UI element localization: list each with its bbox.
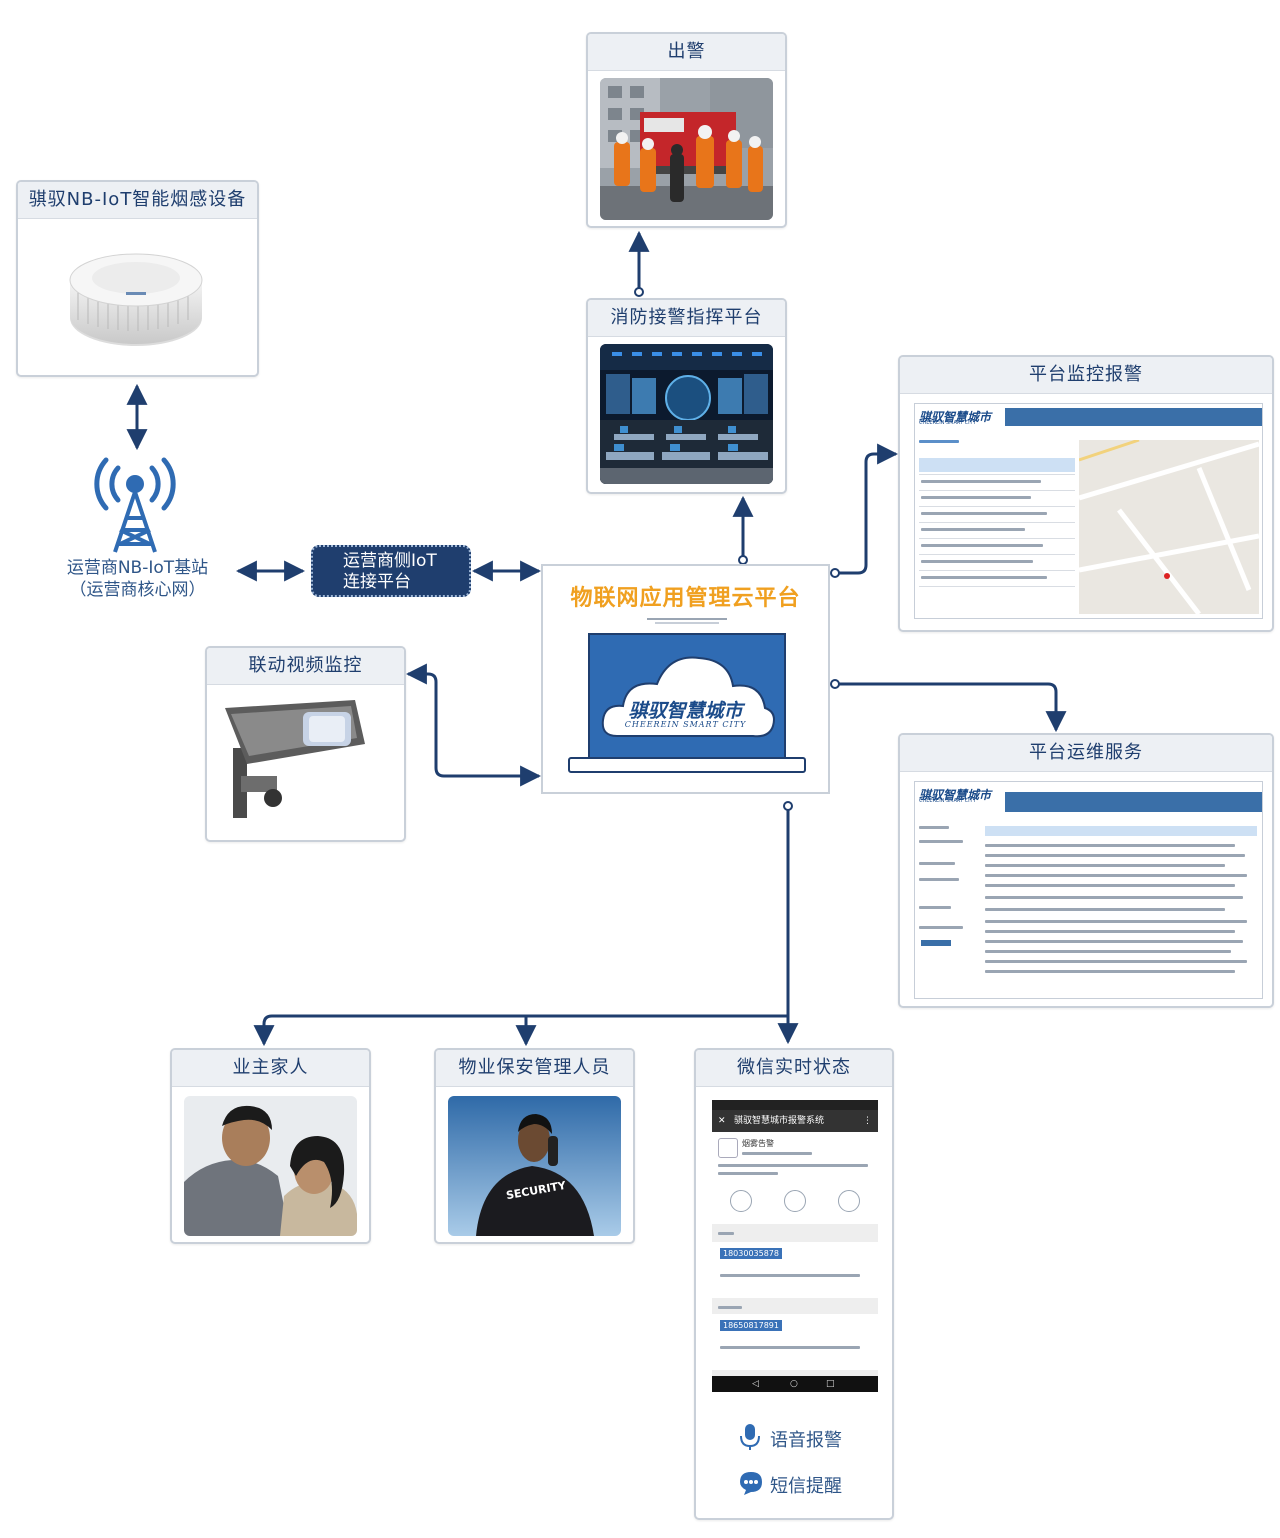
center-logo-cn: 骐驭智慧城市 [628, 700, 743, 722]
alarm-title: 烟雾告警 [742, 1139, 774, 1148]
wechat-title: 微信实时状态 [696, 1050, 892, 1087]
phone-screen: ✕ 骐驭智慧城市报警系统 ⋮ 烟雾告警 18030035878 18650817… [712, 1100, 878, 1392]
connector-bus [253, 1014, 788, 1047]
close-icon[interactable]: ✕ [718, 1116, 726, 1126]
smoke-detector-image [69, 253, 203, 346]
video-title: 联动视频监控 [207, 648, 404, 685]
title-underline-2 [655, 622, 719, 624]
ops-filter-panel [919, 822, 973, 962]
sms-icon [740, 1472, 762, 1495]
security-guard-image [448, 1096, 621, 1236]
recent-icon[interactable]: □ [826, 1379, 835, 1389]
smoke-detector-card: 骐驭NB-IoT智能烟感设备 [16, 180, 259, 377]
center-platform-card: 物联网应用管理云平台 骐驭智慧城市 CHEEREIN SMART CITY [541, 564, 830, 794]
firefighters-image [600, 78, 773, 220]
smoke-detector-title: 骐驭NB-IoT智能烟感设备 [18, 182, 257, 219]
wechat-card: 微信实时状态 ✕ 骐驭智慧城市报警系统 ⋮ 烟雾告警 18030035878 1… [694, 1048, 894, 1520]
monitoring-map [1078, 438, 1260, 616]
command-center-image [600, 344, 773, 484]
owner-title: 业主家人 [172, 1050, 369, 1087]
monitoring-card: 平台监控报警 骐驭智慧城市 CHEEREIN SMART CITY [898, 355, 1274, 632]
alarm-icon [718, 1138, 738, 1158]
family-image [184, 1096, 357, 1236]
fire-control-title: 消防接警指挥平台 [588, 300, 785, 337]
ops-table [985, 826, 1257, 986]
owner-card: 业主家人 [170, 1048, 371, 1244]
base-station-line1: 运营商NB-IoT基站 [66, 558, 209, 578]
center-logo-en: CHEEREIN SMART CITY [624, 720, 747, 729]
confirm-icon[interactable] [784, 1190, 806, 1212]
ops-logo: 骐驭智慧城市 [919, 788, 992, 802]
iot-platform-box: 运营商侧IoT 连接平台 [311, 545, 471, 597]
monitoring-screenshot: 骐驭智慧城市 CHEEREIN SMART CITY [914, 403, 1263, 619]
fire-control-card: 消防接警指挥平台 [586, 298, 787, 494]
phone-app-title: 骐驭智慧城市报警系统 [734, 1116, 825, 1126]
security-card: 物业保安管理人员 SECURITY [434, 1048, 635, 1244]
center-platform-title: 物联网应用管理云平台 [570, 586, 801, 611]
sms-label: 短信提醒 [770, 1476, 842, 1497]
phone-app-bar: ✕ 骐驭智慧城市报警系统 ⋮ [712, 1110, 878, 1132]
back-icon[interactable]: ◁ [752, 1379, 759, 1389]
ops-screenshot: 骐驭智慧城市 CHEEREIN SMART CITY [914, 781, 1263, 999]
base-station-line2: （运营商核心网） [69, 580, 206, 600]
monitoring-navbar [1005, 408, 1262, 426]
connector-center-ops [835, 682, 1067, 733]
home-icon[interactable]: ○ [790, 1379, 798, 1389]
monitoring-title: 平台监控报警 [900, 357, 1272, 394]
connector-center-monitor [835, 443, 899, 575]
microphone-icon [740, 1424, 760, 1450]
title-underline [647, 618, 727, 620]
contact-panel-2: 18650817891 [712, 1314, 878, 1370]
base-station-label: 运营商NB-IoT基站 （运营商核心网） [40, 557, 235, 601]
iot-platform-line1: 运营商侧IoT [343, 551, 437, 571]
connector-center-video [405, 663, 542, 787]
phone-status-bar [712, 1100, 878, 1110]
monitoring-logo-en: CHEEREIN SMART CITY [919, 420, 976, 426]
contact-panel-1: 18030035878 [712, 1242, 878, 1298]
phone-number-1[interactable]: 18030035878 [720, 1248, 782, 1259]
ops-logo-en: CHEEREIN SMART CITY [919, 798, 976, 804]
monitoring-logo: 骐驭智慧城市 [919, 410, 992, 424]
voice-alarm-label: 语音报警 [770, 1430, 842, 1451]
dispatch-card: 出警 [586, 32, 787, 228]
fire-icon[interactable] [730, 1190, 752, 1212]
phone-number-2[interactable]: 18650817891 [720, 1320, 782, 1331]
more-icon[interactable]: ⋮ [863, 1116, 872, 1126]
security-title: 物业保安管理人员 [436, 1050, 633, 1087]
ops-card: 平台运维服务 骐驭智慧城市 CHEEREIN SMART CITY [898, 733, 1274, 1008]
message-icon[interactable] [838, 1190, 860, 1212]
cell-tower-icon [94, 457, 176, 553]
dispatch-title: 出警 [588, 34, 785, 71]
iot-platform-line2: 连接平台 [343, 572, 411, 592]
phone-nav-bar: ◁ ○ □ [712, 1376, 878, 1392]
monitoring-table [919, 440, 1075, 602]
ops-navbar [1005, 792, 1262, 812]
alarm-panel: 烟雾告警 [712, 1132, 878, 1224]
video-card: 联动视频监控 [205, 646, 406, 842]
laptop-cloud-icon [568, 633, 806, 773]
cctv-camera-image [225, 700, 365, 818]
ops-title: 平台运维服务 [900, 735, 1272, 772]
